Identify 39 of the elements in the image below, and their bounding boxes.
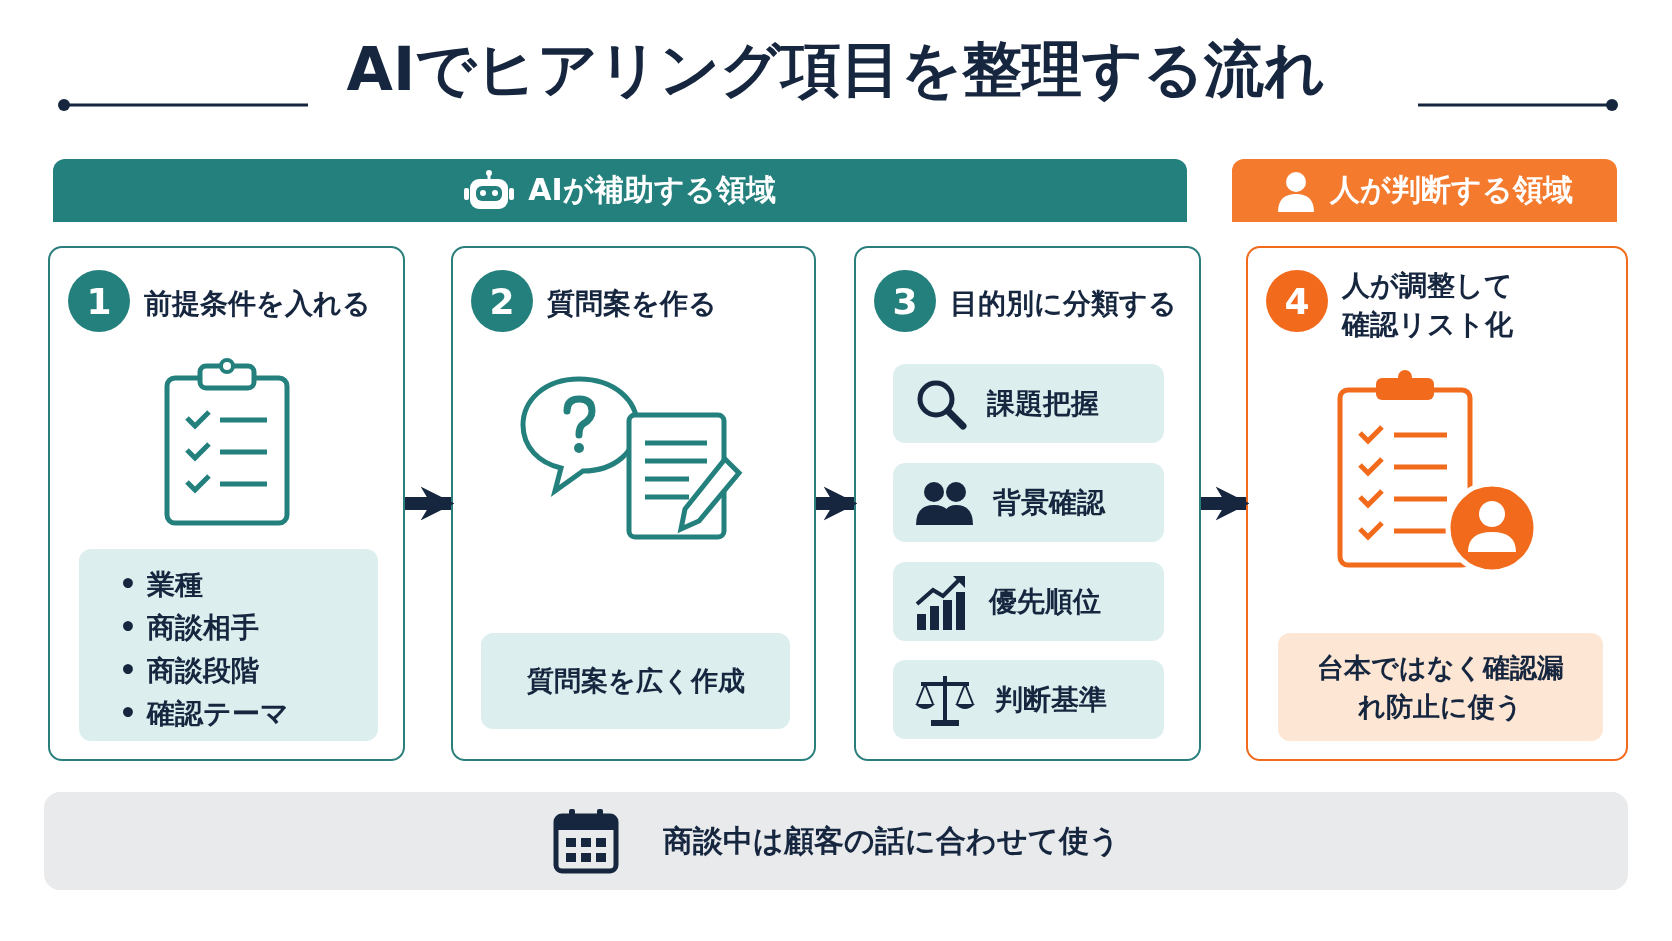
chip-label: 判断基準 bbox=[995, 681, 1107, 718]
step-heading: 前提条件を入れる bbox=[144, 286, 372, 322]
list-item: • 商談段階 bbox=[119, 653, 260, 689]
step-number: 1 bbox=[68, 270, 130, 332]
step-card bbox=[451, 246, 816, 761]
arrow bbox=[405, 486, 455, 521]
note-text: 質問案を広く作成 bbox=[526, 664, 745, 699]
arrow bbox=[1201, 486, 1250, 521]
list-item: • 商談相手 bbox=[119, 610, 260, 646]
step-number: 3 bbox=[874, 270, 936, 332]
note-text: 商談中は顧客の話に合わせて使う bbox=[662, 821, 1120, 860]
chip-label: 課題把握 bbox=[987, 385, 1099, 422]
category-chip bbox=[893, 364, 1164, 443]
chip-label: 背景確認 bbox=[993, 484, 1105, 521]
category-chip bbox=[893, 660, 1164, 739]
note-panel bbox=[1278, 633, 1603, 741]
banner-label: AIが補助する領域 bbox=[528, 171, 776, 209]
list-item: • 業種 bbox=[119, 567, 204, 603]
note-panel bbox=[481, 633, 790, 729]
step-heading: 人が調整して確認リスト化 bbox=[1342, 268, 1514, 344]
step-card bbox=[48, 246, 405, 761]
step-number: 2 bbox=[471, 270, 533, 332]
list-item: • 確認テーマ bbox=[119, 696, 290, 732]
banner-label: 人が判断する領域 bbox=[1330, 171, 1573, 209]
step-card bbox=[854, 246, 1201, 761]
step-heading: 質問案を作る bbox=[547, 286, 718, 322]
step-card bbox=[1246, 246, 1628, 761]
step-number: 4 bbox=[1266, 270, 1328, 332]
input-list-panel bbox=[79, 549, 378, 741]
step-heading: 目的別に分類する bbox=[950, 286, 1178, 322]
title: AIでヒアリング項目を整理する流れ bbox=[346, 33, 1326, 106]
section-banner bbox=[1232, 159, 1617, 222]
arrow bbox=[816, 486, 858, 521]
category-chip bbox=[893, 562, 1164, 641]
section-banner bbox=[53, 159, 1187, 222]
chip-label: 優先順位 bbox=[989, 583, 1101, 620]
note-text: 台本ではなく確認漏れ防止に使う bbox=[1316, 650, 1565, 724]
usage-note-bar bbox=[44, 792, 1628, 890]
category-chip bbox=[893, 463, 1164, 542]
